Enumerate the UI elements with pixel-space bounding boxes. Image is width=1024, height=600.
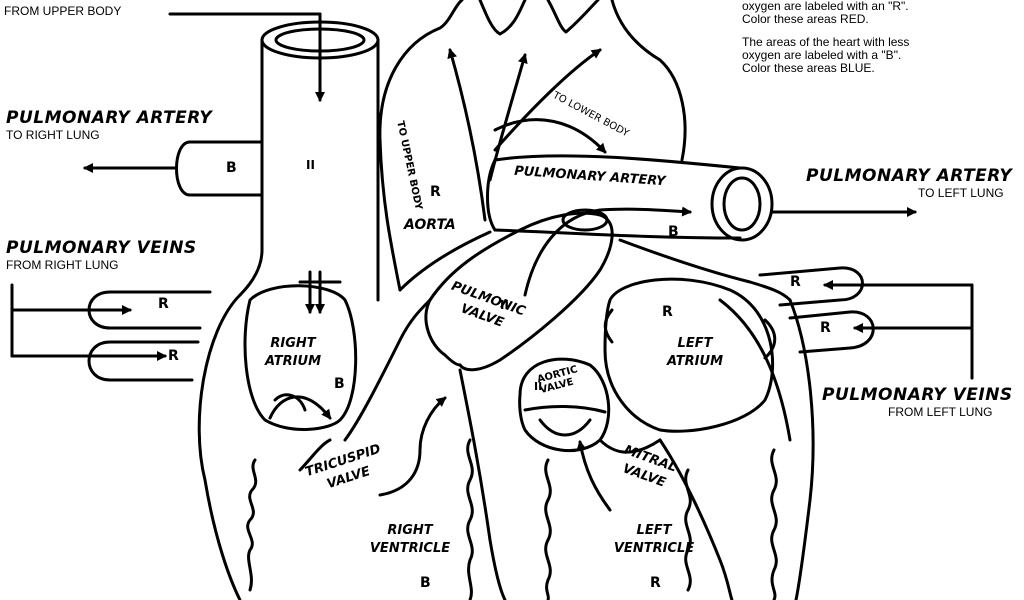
- tricuspid-valve: [273, 393, 307, 412]
- left-atrium-wall: [603, 277, 775, 433]
- marker-r-left-ventricle: R: [650, 575, 661, 591]
- legend-line-3: The areas of the heart with less: [742, 35, 910, 49]
- label-to-right-lung: TO RIGHT LUNG: [6, 128, 100, 142]
- arrow-pulmonary-outflow: [523, 206, 692, 297]
- legend-line-4: oxygen are labeled with a "B".: [742, 48, 902, 62]
- left-pulmonary-veins: [758, 266, 864, 307]
- label-right-atrium: RIGHT ATRIUM: [264, 336, 322, 369]
- right-ventricle-trabeculae: [246, 458, 258, 592]
- label-from-upper-body: FROM UPPER BODY: [4, 4, 122, 18]
- marker-ii-vena-cava: II: [306, 158, 315, 172]
- label-left-ventricle: LEFT VENTRICLE: [613, 523, 695, 556]
- label-pulmonary-artery-right-lung: PULMONARY ARTERY: [6, 108, 213, 128]
- superior-vena-cava: [238, 38, 264, 297]
- left-ventricle-wall: [658, 438, 734, 600]
- mitral-valve: [598, 438, 662, 454]
- marker-ii-aortic: II: [534, 380, 543, 393]
- label-pulmonary-veins-right-lung: PULMONARY VEINS: [6, 238, 197, 258]
- marker-r-left-vein-upper: R: [790, 274, 801, 290]
- marker-r-right-vein-lower: R: [168, 348, 179, 364]
- marker-b-right-ventricle: B: [420, 575, 431, 591]
- right-atrium-wall: [243, 284, 358, 431]
- label-to-left-lung: TO LEFT LUNG: [918, 186, 1004, 200]
- label-left-atrium: LEFT ATRIUM: [666, 336, 724, 369]
- aortic-valve: [518, 357, 611, 453]
- pulmonic-valve: [428, 211, 614, 372]
- label-aorta: AORTA: [404, 217, 456, 233]
- marker-r-right-vein-upper: R: [158, 296, 169, 312]
- label-pulmonary-veins-left-lung: PULMONARY VEINS: [822, 385, 1013, 405]
- label-from-left-lung: FROM LEFT LUNG: [888, 405, 993, 419]
- marker-b-right-pulmonary-artery: B: [226, 160, 237, 176]
- marker-r-aorta: R: [430, 184, 441, 200]
- aortic-arch: [378, 0, 464, 142]
- marker-r-left-atrium: R: [662, 304, 673, 320]
- marker-ii-pulmonic: II: [500, 298, 509, 312]
- legend-line-1: oxygen are labeled with an "R".: [742, 0, 909, 13]
- legend-text: oxygen are labeled with an "R". Color th…: [742, 0, 909, 75]
- right-pulmonary-artery: [175, 140, 264, 197]
- arrow-aorta-branches: [447, 48, 487, 222]
- arrow-mitral: [576, 440, 612, 512]
- septum: [343, 298, 432, 442]
- left-pulmonary-artery: [493, 154, 742, 170]
- label-right-ventricle: RIGHT VENTRICLE: [369, 523, 451, 556]
- arrow-right-ventricle-up: [378, 396, 447, 497]
- arrow-tricuspid: [268, 395, 332, 420]
- heart-outline: [197, 293, 242, 600]
- label-pulmonary-artery-left-lung: PULMONARY ARTERY: [806, 166, 1013, 186]
- label-from-right-lung: FROM RIGHT LUNG: [6, 258, 119, 272]
- marker-r-left-vein-lower: R: [820, 320, 831, 336]
- marker-b-right-atrium: B: [334, 376, 345, 392]
- marker-b-left-pulmonary-artery: B: [668, 224, 679, 240]
- legend-line-2: Color these areas RED.: [742, 12, 869, 26]
- legend-line-5: Color these areas BLUE.: [742, 61, 875, 75]
